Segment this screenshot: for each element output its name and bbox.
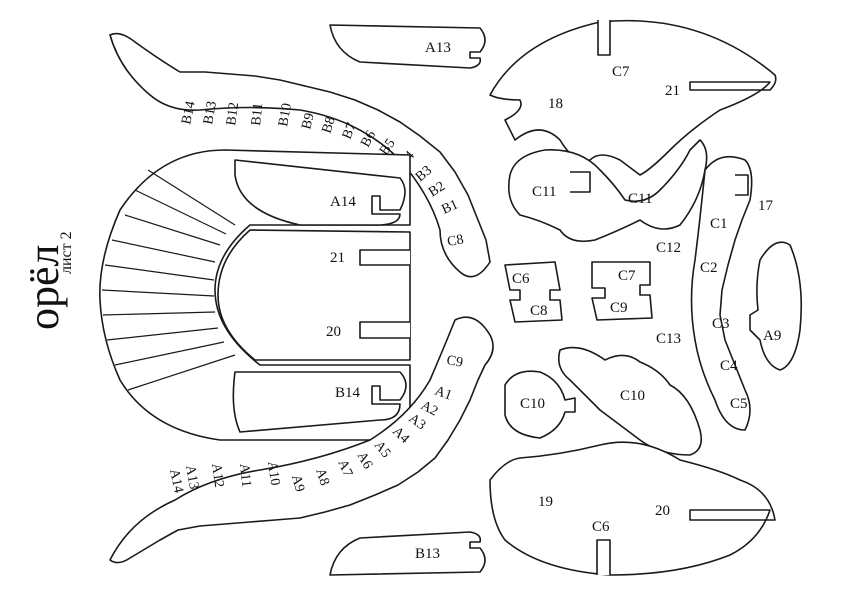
label-b7: B7 bbox=[340, 121, 360, 142]
label-c13: C13 bbox=[656, 331, 681, 347]
label-c11: C11 bbox=[532, 184, 556, 200]
label-c8: C8 bbox=[530, 303, 548, 319]
label-a6: A6 bbox=[354, 450, 376, 472]
label-c8-wing: C8 bbox=[446, 232, 465, 250]
part-head-upper: C11 C11 bbox=[507, 139, 708, 243]
part-b13: B13 bbox=[329, 531, 486, 576]
label-21-left: 21 bbox=[330, 250, 345, 266]
part-body-lower: 19 C6 20 bbox=[489, 441, 776, 576]
label-a11: A11 bbox=[236, 463, 253, 488]
wing-left-labels: B14 B13 B12 B11 B10 B9 B8 B7 B6 B5 B4 B3… bbox=[179, 100, 465, 250]
part-body-upper: C7 21 18 bbox=[489, 19, 777, 176]
label-b12: B12 bbox=[224, 101, 242, 126]
label-c6: C6 bbox=[512, 271, 530, 287]
label-a13-wing: A13 bbox=[182, 464, 201, 490]
label-c12: C12 bbox=[656, 240, 681, 256]
label-c7-connector: C7 bbox=[618, 268, 636, 284]
label-c3: C3 bbox=[712, 316, 730, 332]
label-c11-right: C11 bbox=[628, 191, 652, 207]
label-c2: C2 bbox=[700, 260, 718, 276]
label-20-right: 20 bbox=[655, 503, 670, 519]
part-connector-c6-c8: C6 C8 bbox=[504, 261, 563, 323]
label-b6: B6 bbox=[358, 128, 379, 149]
label-b2: B2 bbox=[426, 179, 448, 200]
label-c10: C10 bbox=[520, 396, 545, 412]
label-a13: A13 bbox=[425, 40, 451, 56]
label-a14-wing: A14 bbox=[166, 468, 186, 495]
label-c1: C1 bbox=[710, 216, 728, 232]
part-wing-left bbox=[109, 32, 491, 278]
label-b14: B14 bbox=[179, 100, 199, 126]
label-19: 19 bbox=[538, 494, 553, 510]
label-17: 17 bbox=[758, 198, 774, 214]
part-a14: A14 bbox=[234, 159, 406, 226]
label-b1: B1 bbox=[440, 197, 461, 217]
label-18: 18 bbox=[548, 96, 563, 112]
label-a12: A12 bbox=[208, 462, 226, 488]
part-a13: A13 bbox=[329, 24, 486, 69]
part-wing-right bbox=[109, 316, 494, 564]
part-head-lower: C10 C13 bbox=[557, 331, 703, 456]
label-b11: B11 bbox=[249, 102, 266, 126]
label-b9: B9 bbox=[299, 111, 318, 130]
label-b13: B13 bbox=[415, 546, 440, 562]
label-21-right: 21 bbox=[665, 83, 680, 99]
part-leg-c1-c5: 17 C1 C12 C2 C3 C4 C5 bbox=[656, 155, 774, 431]
sheet-number: лист 2 bbox=[58, 231, 75, 274]
part-c10: C10 bbox=[504, 370, 576, 439]
label-a14: A14 bbox=[330, 194, 356, 210]
label-a9-wing: A9 bbox=[288, 473, 307, 493]
label-a10: A10 bbox=[264, 460, 282, 486]
label-c9: C9 bbox=[610, 300, 628, 316]
label-b14: B14 bbox=[335, 385, 361, 401]
label-a9: A9 bbox=[763, 328, 781, 344]
label-c10-right: C10 bbox=[620, 388, 645, 404]
part-a9: A9 bbox=[749, 241, 802, 371]
part-connector-c7-c9: C7 C9 bbox=[591, 261, 653, 321]
label-b13: B13 bbox=[201, 100, 220, 126]
label-a7: A7 bbox=[334, 458, 355, 480]
part-body-centre: 21 20 bbox=[217, 229, 411, 361]
part-b14: B14 bbox=[232, 371, 407, 433]
label-20-left: 20 bbox=[326, 324, 341, 340]
label-c7: C7 bbox=[612, 64, 630, 80]
label-c4: C4 bbox=[720, 358, 738, 374]
label-c5: C5 bbox=[730, 396, 748, 412]
label-a1: A1 bbox=[433, 384, 454, 404]
label-a8: A8 bbox=[312, 467, 332, 488]
label-c9-wing: C9 bbox=[445, 353, 464, 371]
label-b8: B8 bbox=[320, 115, 339, 135]
label-b10: B10 bbox=[276, 102, 295, 128]
label-a2: A2 bbox=[418, 398, 440, 419]
label-c6-bottom: C6 bbox=[592, 519, 610, 535]
